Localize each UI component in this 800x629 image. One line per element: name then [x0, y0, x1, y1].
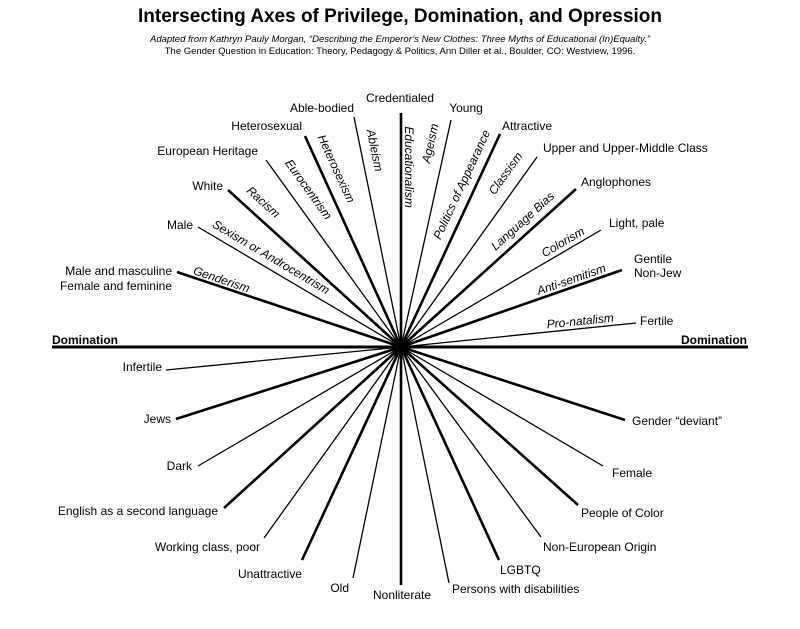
axis-name: Racism: [244, 183, 283, 220]
privileged-label: Fertile: [640, 314, 674, 328]
privileged-label: Male: [167, 218, 193, 232]
oppressed-label: English as a second language: [58, 504, 218, 518]
axis-name: Politics of Appearance: [430, 127, 493, 241]
spoke: [400, 188, 577, 348]
spoke: [223, 346, 402, 509]
spoke: [400, 322, 637, 348]
oppressed-label: People of Color: [581, 506, 664, 520]
spoke: [352, 346, 402, 579]
diagram-title: Intersecting Axes of Privilege, Dominati…: [137, 6, 663, 27]
spoke: [303, 135, 403, 348]
oppressed-label: Dark: [167, 459, 193, 473]
axis-name: Classism: [486, 149, 526, 197]
oppressed-label: Nonliterate: [373, 588, 431, 602]
oppressed-label: LGBTQ: [500, 563, 541, 577]
privileged-label: Young: [449, 101, 483, 115]
privileged-label: Male and masculine: [65, 264, 172, 278]
axis-name: Educationalism: [402, 126, 416, 207]
axis-name: Eurocentrism: [282, 157, 335, 223]
privileged-label: Non-Jew: [634, 266, 682, 280]
privileged-label: Credentialed: [366, 91, 434, 105]
spoke: [400, 346, 579, 506]
oppressed-label: Working class, poor: [155, 540, 260, 554]
axis-name: Ableism: [363, 127, 385, 173]
privileged-label: White: [192, 179, 223, 193]
spoke: [197, 226, 402, 348]
citation-line-2: The Gender Question in Education: Theory…: [164, 46, 636, 57]
privileged-label: Heterosexual: [231, 119, 302, 133]
oppressed-label: Infertile: [123, 360, 163, 374]
privileged-label: Light, pale: [609, 216, 665, 230]
spoke: [165, 346, 402, 371]
spoke: [265, 159, 402, 348]
axis-name: Ageism: [419, 122, 441, 165]
oppressed-label: Non-European Origin: [543, 540, 656, 554]
spoke: [263, 346, 402, 539]
axis-name: Pro-natalism: [546, 311, 614, 332]
spoke: [400, 229, 602, 348]
privileged-label: European Heritage: [157, 144, 258, 158]
privileged-label: Able-bodied: [290, 101, 354, 115]
spoke: [227, 189, 402, 348]
axis-name: Genderism: [191, 263, 251, 295]
spoke: [176, 270, 402, 349]
spoke: [400, 119, 452, 348]
spoke: [175, 345, 402, 421]
spoke: [399, 346, 501, 561]
oppressed-label: Unattractive: [238, 567, 302, 581]
privileged-label: Gentile: [634, 252, 672, 266]
privileged-label: Attractive: [502, 119, 552, 133]
spoke: [400, 156, 538, 348]
spoke: [400, 346, 604, 467]
privileged-label: Female and feminine: [60, 279, 172, 293]
spoke: [399, 133, 502, 348]
spoke: [300, 346, 403, 561]
oppressed-label: Jews: [144, 412, 171, 426]
oppressed-label: Female: [612, 466, 652, 480]
spoke: [197, 346, 402, 467]
oppressed-label: Old: [330, 581, 349, 595]
spoke: [400, 345, 626, 422]
domination-label-left: Domination: [52, 333, 118, 347]
privileged-label: Anglophones: [581, 175, 651, 189]
spoke: [400, 346, 542, 538]
privileged-label: Upper and Upper-Middle Class: [543, 141, 708, 155]
oppressed-label: Gender “deviant”: [632, 414, 722, 428]
oppressed-label: Persons with disabilities: [452, 582, 579, 596]
spoke: [353, 116, 402, 348]
domination-label-right: Domination: [681, 333, 747, 347]
spoke: [400, 268, 623, 349]
citation-line-1: Adapted from Kathryn Pauly Morgan, “Desc…: [149, 34, 651, 45]
spoke: [400, 346, 450, 584]
